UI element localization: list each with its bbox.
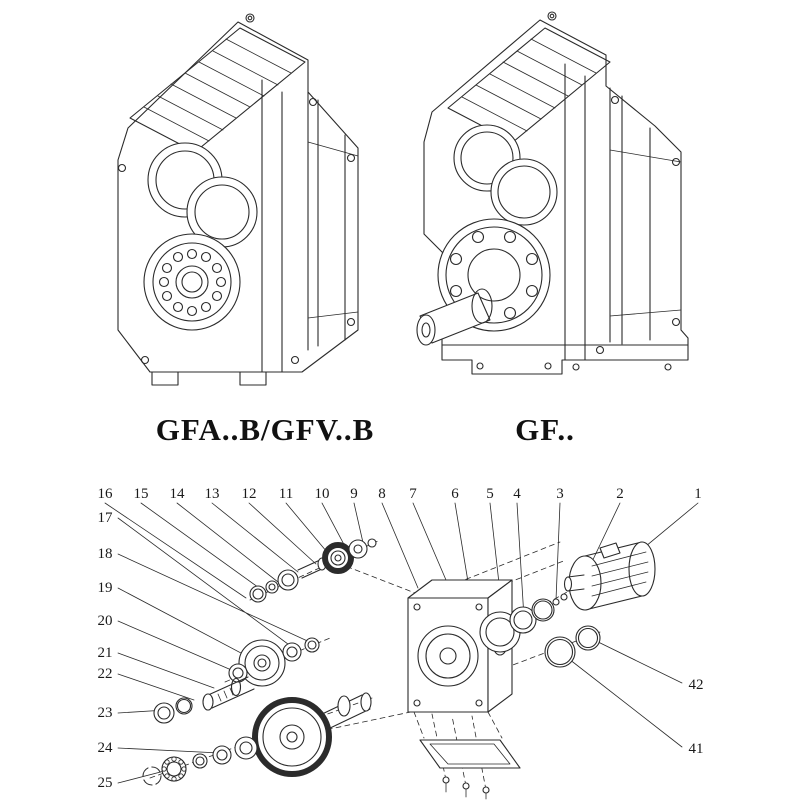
callout-3: 3 xyxy=(556,486,564,502)
callout-11: 11 xyxy=(279,486,293,502)
part-cover-gasket xyxy=(419,739,521,800)
part-pinion-shaft xyxy=(153,676,255,724)
callout-41: 41 xyxy=(689,741,704,757)
callout-9: 9 xyxy=(350,486,358,502)
callout-4: 4 xyxy=(513,486,521,502)
callout-1: 1 xyxy=(694,486,702,502)
callouts-top-row: 16 15 14 13 12 11 10 9 8 7 6 5 4 3 2 1 xyxy=(98,486,702,502)
callout-22: 22 xyxy=(98,666,113,682)
part-motor xyxy=(563,541,656,611)
callouts-left-column: 17 18 19 20 21 22 23 24 25 xyxy=(98,510,114,791)
callout-7: 7 xyxy=(409,486,417,502)
callout-21: 21 xyxy=(98,645,113,661)
callout-25: 25 xyxy=(98,775,113,791)
callout-18: 18 xyxy=(98,546,113,562)
part-output-gear-set xyxy=(142,692,372,786)
callout-10: 10 xyxy=(315,486,330,502)
gearbox-drawing-gfab xyxy=(117,13,359,386)
callout-23: 23 xyxy=(98,705,113,721)
callout-19: 19 xyxy=(98,580,113,596)
callout-5: 5 xyxy=(486,486,494,502)
callout-16: 16 xyxy=(98,486,114,502)
part-flange-and-seals xyxy=(479,593,568,653)
callout-13: 13 xyxy=(205,486,220,502)
callout-15: 15 xyxy=(134,486,149,502)
exploded-view: 16 15 14 13 12 11 10 9 8 7 6 5 4 3 2 1 1… xyxy=(98,486,704,800)
callout-6: 6 xyxy=(451,486,459,502)
callout-12: 12 xyxy=(242,486,257,502)
callout-20: 20 xyxy=(98,613,113,629)
callout-8: 8 xyxy=(378,486,386,502)
callout-17: 17 xyxy=(98,510,114,526)
callout-2: 2 xyxy=(616,486,624,502)
part-output-rings xyxy=(544,625,601,668)
part-input-gear-train xyxy=(249,538,377,603)
caption-gfab: GFA..B/GFV..B xyxy=(156,412,375,447)
leader-lines-left xyxy=(117,517,315,784)
gearbox-drawing-gf xyxy=(416,11,689,375)
caption-gf: GF.. xyxy=(515,412,575,447)
callout-24: 24 xyxy=(98,740,114,756)
leader-lines-right xyxy=(559,637,683,748)
callout-42: 42 xyxy=(689,677,704,693)
part-intermediate-gear xyxy=(228,637,320,687)
callout-14: 14 xyxy=(170,486,186,502)
callouts-right-column: 42 41 xyxy=(689,677,704,757)
leader-lines-top xyxy=(104,502,699,629)
